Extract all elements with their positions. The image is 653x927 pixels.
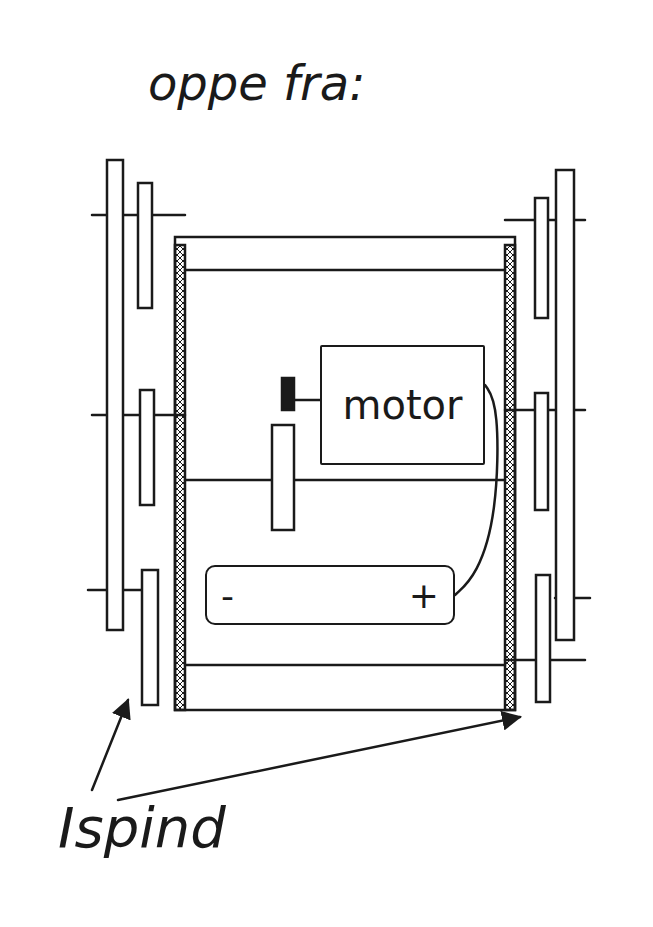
wheel [535, 198, 548, 318]
long-stick [107, 160, 123, 630]
wheel [138, 183, 152, 308]
wheel [142, 570, 158, 705]
motor-box: motor [320, 345, 485, 465]
node-text: - [221, 575, 234, 616]
title: oppe fra: [148, 55, 365, 111]
title-wrap: oppe fra: [148, 55, 365, 111]
axle [185, 479, 505, 482]
leader-line [92, 700, 128, 790]
wheel [535, 393, 548, 510]
wheel [140, 390, 154, 505]
node-text: + [409, 575, 439, 616]
leader-line [118, 717, 520, 800]
part-label: Ispind [58, 795, 226, 860]
axle [185, 664, 505, 667]
node-text: motor [342, 382, 462, 428]
wheel [536, 575, 550, 702]
battery: -+ [205, 565, 455, 625]
gear [272, 425, 294, 530]
long-stick [556, 170, 574, 640]
side-rail [505, 245, 515, 710]
side-rail [175, 245, 185, 710]
gear [282, 378, 294, 410]
axle [185, 269, 505, 272]
chassis [175, 237, 515, 710]
label-wrap: Ispind [58, 795, 226, 860]
